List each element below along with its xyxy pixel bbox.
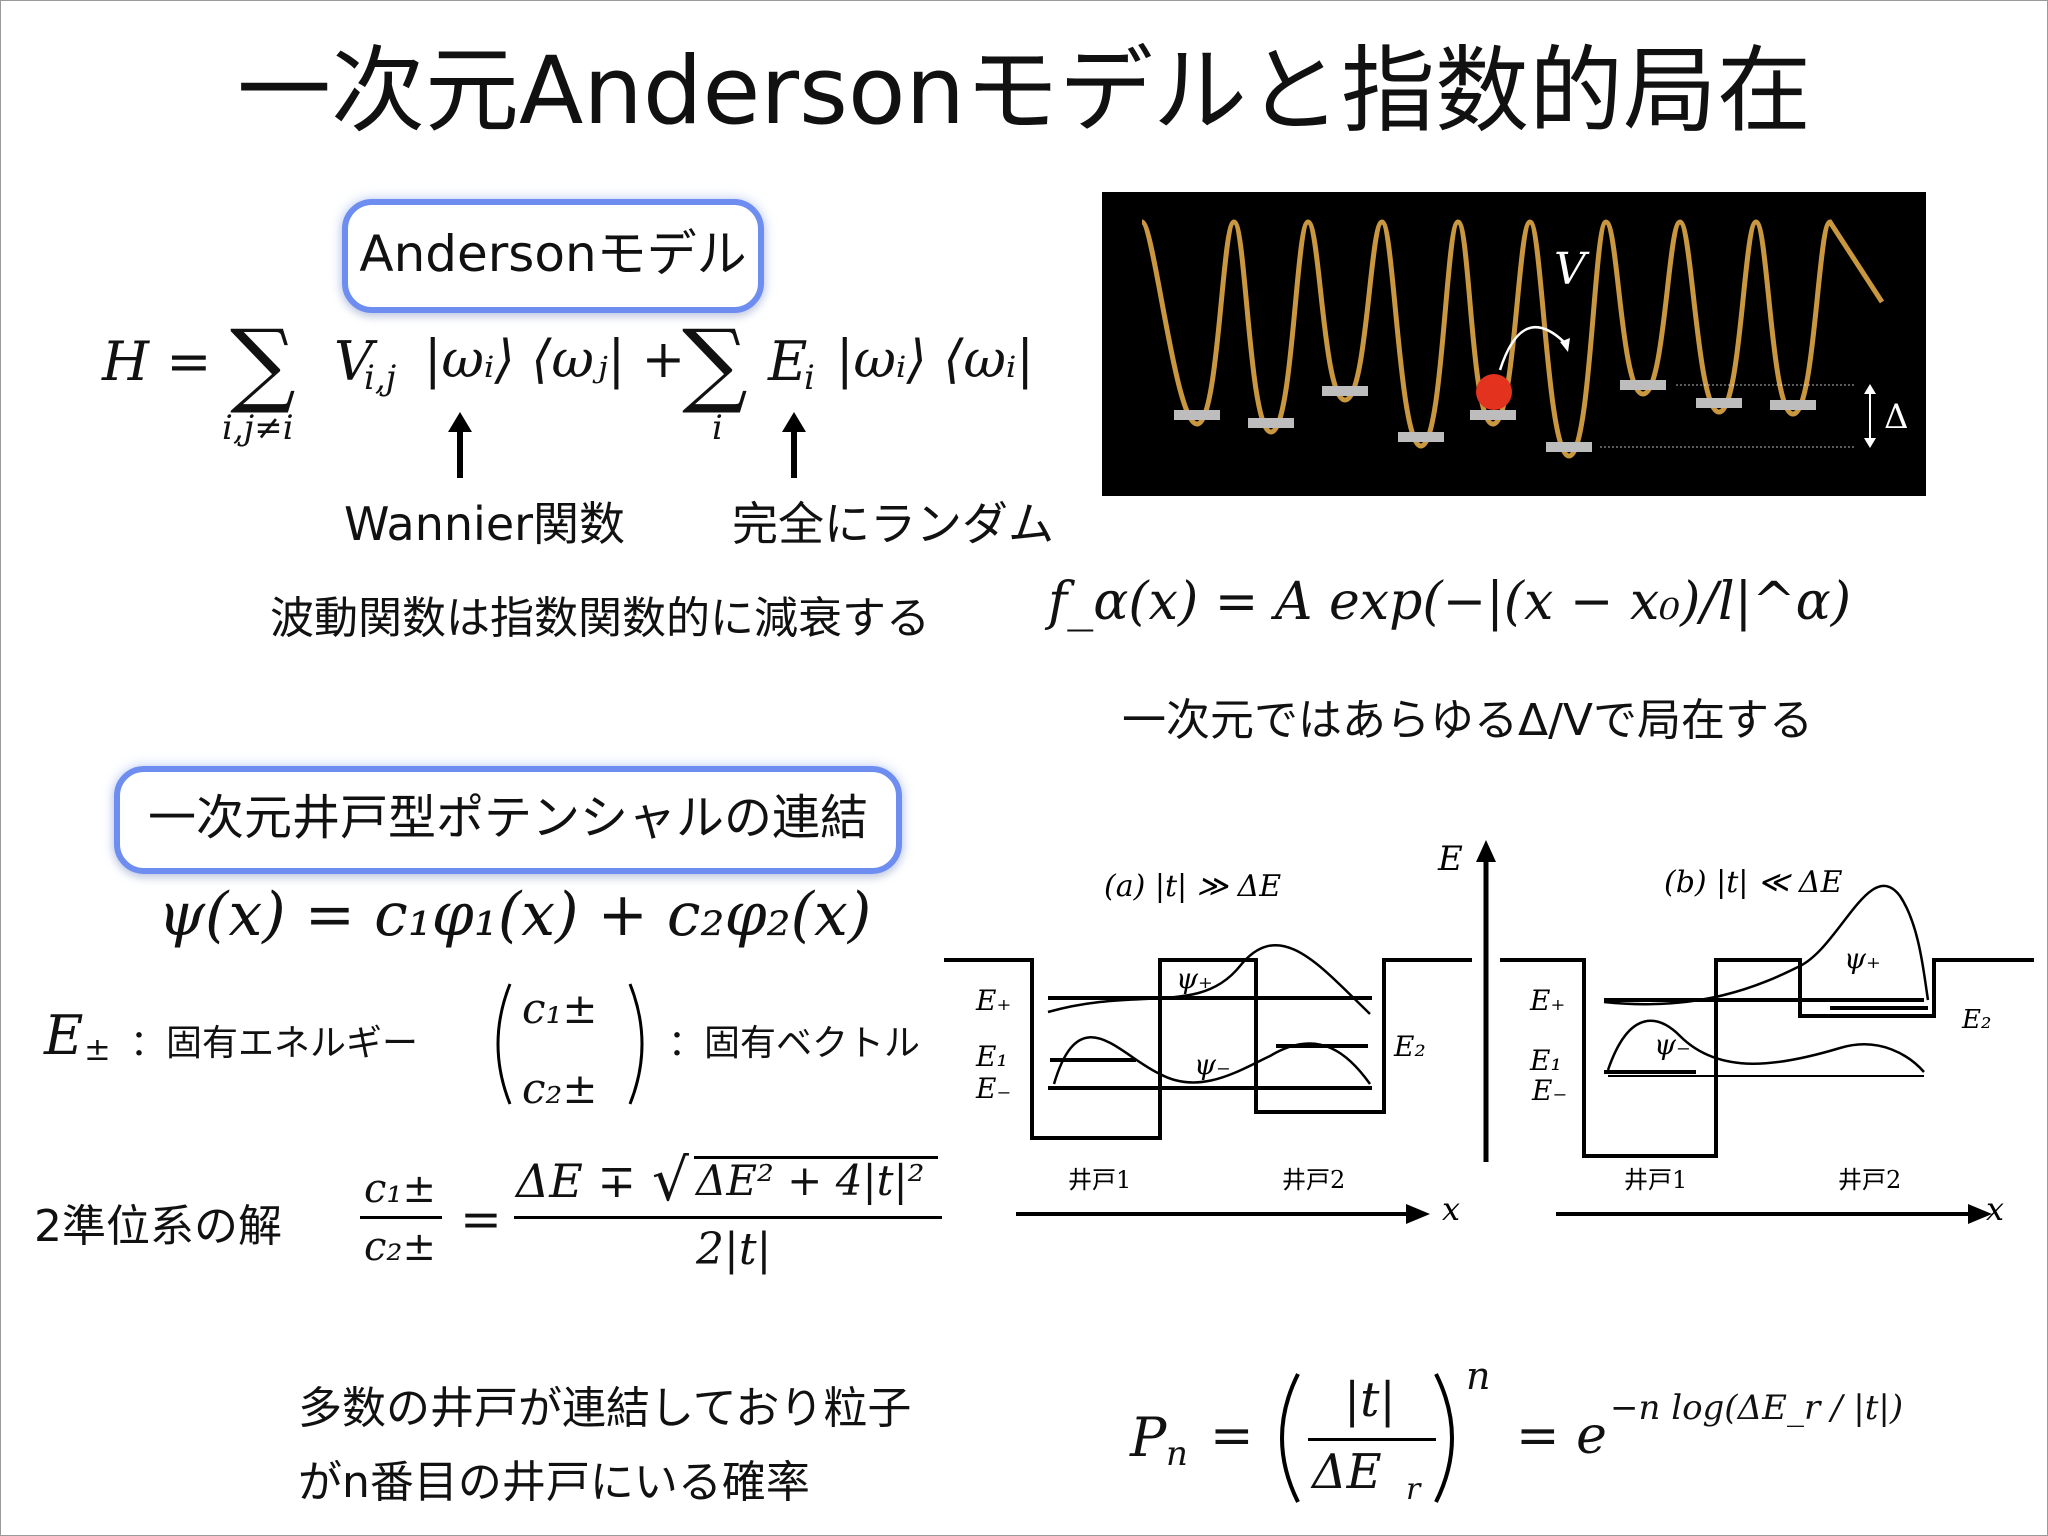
axis-x-label-a: x [1442,1190,1460,1228]
panel-b-e-1: E₁ [1529,1044,1562,1077]
eigen-vector-bottom: c₂± [522,1064,598,1113]
sum-symbol-1: ∑ [230,310,296,417]
two-level-num-pre: ΔE ∓ [516,1154,636,1208]
prob-frac-den: ΔE [1312,1444,1382,1500]
panel-a-well1: 井戸1 [1068,1166,1131,1194]
sqrt-sign: √ [652,1146,689,1214]
prob-frac-bar [1308,1438,1436,1441]
hamiltonian-lhs: H = [102,330,212,393]
eigen-vector-label: ：固有ベクトル [668,1023,921,1064]
eigen-energy-sub: ± [84,1030,111,1068]
prob-frac-num: |t| [1344,1372,1396,1428]
slide-title: 一次元Andersonモデルと指数的局在 [236,37,1812,146]
two-level-lhs-bar [360,1216,442,1219]
panel-a-psi-plus: ψ₊ [1176,962,1213,995]
well-potential-label: 一次元井戸型ポテンシャルの連結 [147,790,868,846]
potential-v-label: V [1554,244,1590,295]
anderson-model-label: Andersonモデル [359,225,747,283]
panel-b-title: (b) |t| ≪ ΔE [1664,865,1843,900]
psi-formula: ψ(x) = c₁φ₁(x) + c₂φ₂(x) [158,880,872,950]
panel-a-e-1: E₁ [975,1040,1008,1073]
term-v: V [334,330,373,393]
two-level-rhs-bar [514,1216,942,1219]
axis-x-label-b: x [1986,1190,2004,1228]
prob-power: n [1466,1354,1491,1398]
wannier-label: Wannier関数 [344,497,626,551]
random-potential-image: V Δ [1102,192,1926,496]
panel-b-well1: 井戸1 [1624,1166,1687,1194]
sum-symbol-2: ∑ [682,310,748,417]
potential-delta-label: Δ [1884,397,1909,437]
two-level-lhs-den: c₂± [364,1224,436,1270]
sqrt-bar [694,1156,938,1159]
decay-text: 波動関数は指数関数的に減衰する [270,593,930,644]
panel-a-well2: 井戸2 [1282,1166,1345,1194]
sum-sub-1: i,j≠i [222,408,294,448]
anderson-model-box: Andersonモデル [342,199,764,313]
panel-b-e-2: E₂ [1961,1005,1991,1035]
prob-parens [1280,1373,1454,1503]
ket-bra-2: |ωᵢ⟩ ⟨ωᵢ| [836,330,1034,390]
two-level-num-root: ΔE² + 4|t|² [696,1156,925,1205]
hamiltonian-formula: H = ∑ i,j≠i V i,j |ωᵢ⟩ ⟨ωⱼ| + ∑ i E i |ω… [102,310,1102,458]
term-e: E [768,330,808,393]
prob-frac-den-sub: r [1406,1472,1421,1507]
prob-lhs: P [1130,1406,1167,1469]
localization-text: 一次元ではあらゆるΔ/Vで局在する [1122,695,1814,746]
eigen-energy-label: ：固有エネルギー [130,1023,419,1064]
panel-b-e-plus: E₊ [1529,984,1565,1017]
panel-a-e-minus: E₋ [975,1072,1011,1105]
panel-a-e-2: E₂ [1393,1030,1426,1063]
eigen-vector-parens [496,983,644,1105]
decay-formula: f_α(x) = A exp(−|(x − x₀)/l|^α) [1048,572,1852,632]
prob-exp: −n log(ΔE_r / |t|) [1610,1388,1904,1428]
two-level-label: 2準位系の解 [34,1201,282,1252]
panel-a-e-plus: E₊ [975,984,1011,1017]
probability-text-line1: 多数の井戸が連結しており粒子 [298,1383,912,1434]
panel-a-title: (a) |t| ≫ ΔE [1104,869,1281,904]
well-potential-box: 一次元井戸型ポテンシャルの連結 [114,766,902,874]
two-level-eq: = [460,1190,502,1248]
random-label: 完全にランダム [732,497,1054,551]
sum-sub-2: i [712,408,723,448]
eigen-energy-symbol: E [44,1004,84,1067]
panel-b-psi-plus: ψ₊ [1844,942,1881,975]
panel-b-well2: 井戸2 [1838,1166,1901,1194]
two-level-formula: c₁± c₂± = ΔE ∓ √ ΔE² + 4|t|² 2|t| [360,1146,960,1280]
two-level-lhs-num: c₁± [364,1166,436,1212]
prob-eq2: = e [1516,1406,1607,1466]
panel-b-e-minus: E₋ [1531,1074,1567,1107]
term-v-sub: i,j [364,358,397,398]
prob-eq: = [1210,1406,1254,1466]
ket-bra-1: |ωᵢ⟩ ⟨ωⱼ| + [424,330,686,390]
eigen-vector-top: c₁± [522,984,598,1033]
two-level-rhs-den: 2|t| [696,1224,772,1275]
probability-formula: P n = |t| ΔE r n = e −n log(ΔE_r / |t|) [1126,1354,1903,1508]
probability-text-line2: がn番目の井戸にいる確率 [298,1457,810,1508]
axis-e-label: E [1437,839,1463,879]
prob-lhs-sub: n [1166,1434,1188,1474]
term-e-sub: i [804,358,815,398]
panel-b-psi-minus: ψ₋ [1654,1028,1691,1061]
double-well-diagram: E x x (a) |t| ≫ ΔE (b) |t| ≪ ΔE E₊ E₁ E₋… [944,839,2034,1228]
panel-a-psi-minus: ψ₋ [1194,1048,1231,1081]
